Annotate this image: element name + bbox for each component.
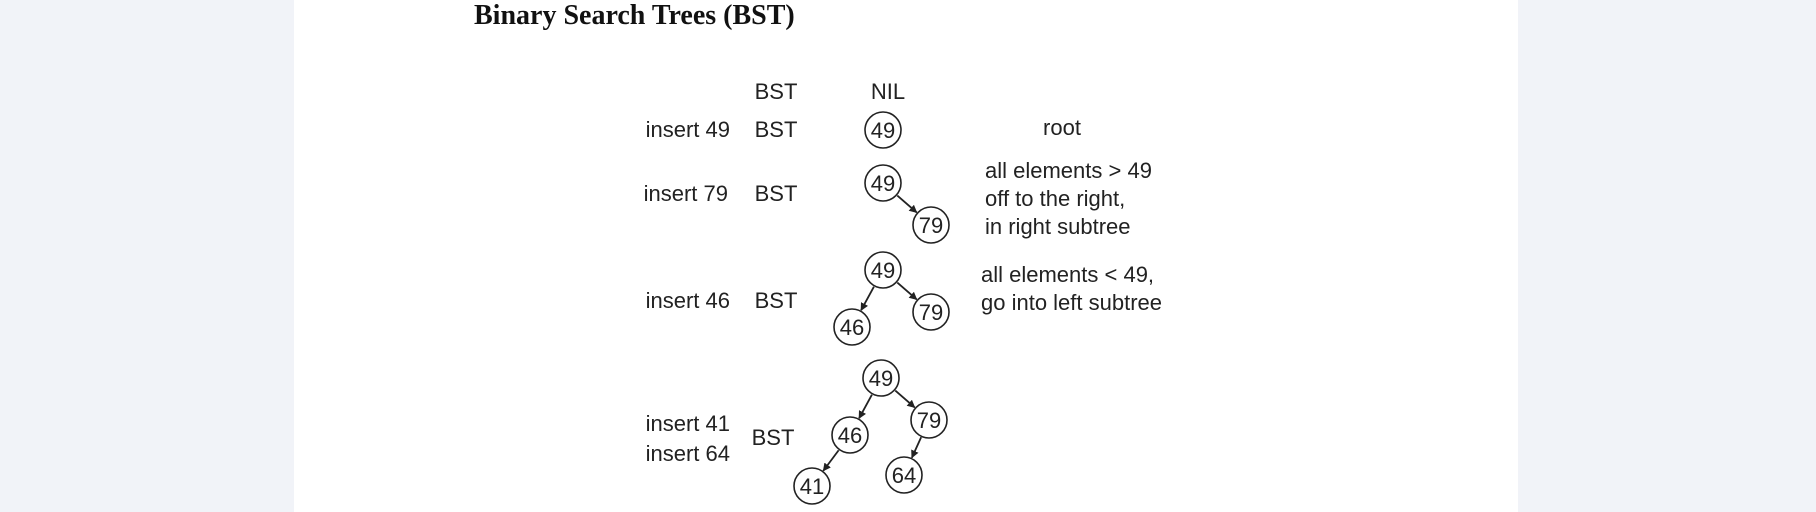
row-4-operation-line-1: insert 41 [646, 411, 730, 436]
tree-step-3: 49 46 79 [833, 251, 950, 346]
row-3-bst-label: BST [755, 288, 798, 313]
row-2-bst-label: BST [755, 181, 798, 206]
tree-node-49: 49 [862, 359, 900, 397]
tree-edge-49-46 [860, 286, 875, 312]
tree-edge-79-64 [911, 436, 922, 459]
row-3-note-line-2: go into left subtree [981, 290, 1162, 315]
row-2-note-line-3: in right subtree [985, 214, 1131, 239]
tree-edge-46-41 [822, 449, 840, 472]
tree-edge-49-79 [894, 389, 916, 409]
tree-node-value: 46 [840, 315, 864, 340]
tree-node-value: 79 [919, 213, 943, 238]
tree-node-79: 79 [912, 293, 950, 331]
tree-step-2: 49 79 [864, 164, 950, 244]
row-2-note-line-2: off to the right, [985, 186, 1125, 211]
tree-node-79: 79 [912, 206, 950, 244]
tree-node-49: 49 [864, 111, 902, 149]
tree-node-circle [885, 456, 923, 494]
tree-node-circle [864, 251, 902, 289]
row-4-bst-label: BST [752, 425, 795, 450]
row-2-operation: insert 79 [644, 181, 728, 206]
tree-node-circle [862, 359, 900, 397]
tree-edge-49-79 [896, 281, 918, 301]
tree-node-64: 64 [885, 456, 923, 494]
tree-node-circle [864, 164, 902, 202]
page-title: Binary Search Trees (BST) [474, 0, 795, 31]
tree-node-46: 46 [833, 308, 871, 346]
tree-node-49: 49 [864, 251, 902, 289]
row-3-note-line-1: all elements < 49, [981, 262, 1154, 287]
tree-node-value: 49 [871, 118, 895, 143]
tree-node-value: 46 [838, 423, 862, 448]
column-header-nil: NIL [871, 79, 905, 104]
tree-node-circle [864, 111, 902, 149]
tree-node-79: 79 [910, 401, 948, 439]
tree-node-value: 41 [800, 474, 824, 499]
row-1-operation: insert 49 [646, 117, 730, 142]
tree-node-circle [831, 416, 869, 454]
tree-node-value: 49 [871, 258, 895, 283]
document-page [294, 0, 1518, 512]
tree-node-circle [912, 293, 950, 331]
tree-node-value: 79 [917, 408, 941, 433]
tree-edge-49-46 [858, 394, 873, 420]
tree-step-1: 49 [864, 111, 902, 149]
column-header-bst: BST [755, 79, 798, 104]
tree-node-value: 49 [869, 366, 893, 391]
tree-node-41: 41 [793, 467, 831, 505]
tree-node-46: 46 [831, 416, 869, 454]
tree-node-value: 64 [892, 463, 916, 488]
tree-node-circle [912, 206, 950, 244]
tree-node-circle [910, 401, 948, 439]
tree-node-circle [793, 467, 831, 505]
tree-node-49: 49 [864, 164, 902, 202]
row-1-note: root [1043, 115, 1081, 140]
tree-node-circle [833, 308, 871, 346]
tree-step-4: 49 46 79 41 64 [793, 359, 948, 505]
tree-node-value: 79 [919, 300, 943, 325]
row-2-note-line-1: all elements > 49 [985, 158, 1152, 183]
row-4-operation-line-2: insert 64 [646, 441, 730, 466]
tree-edge-49-79 [896, 194, 918, 214]
row-3-operation: insert 46 [646, 288, 730, 313]
tree-node-value: 49 [871, 171, 895, 196]
row-1-bst-label: BST [755, 117, 798, 142]
